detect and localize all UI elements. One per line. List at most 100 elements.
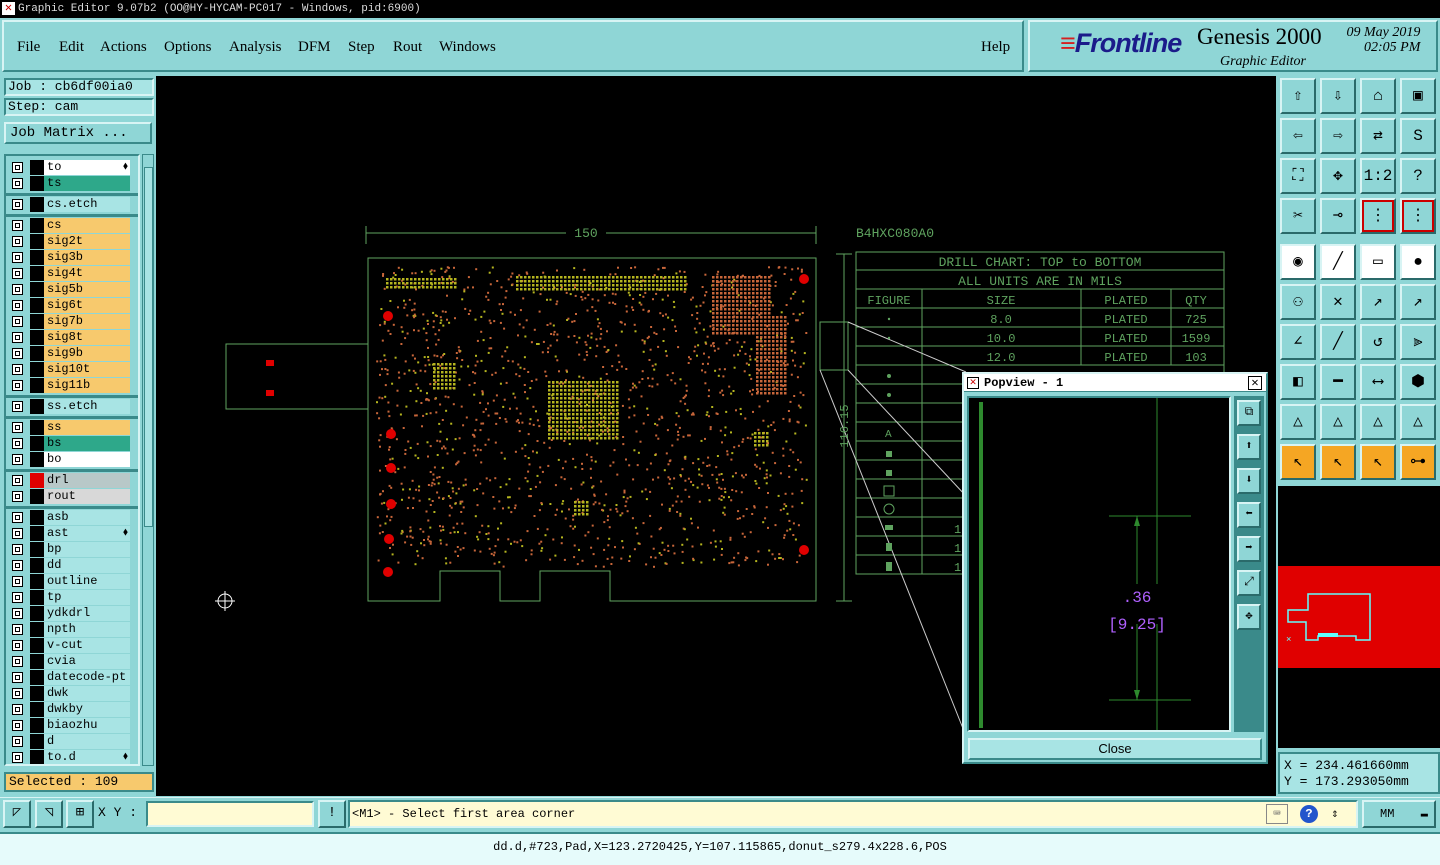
layer-name[interactable]: d bbox=[44, 734, 130, 749]
menu-analysis[interactable]: Analysis bbox=[229, 39, 282, 55]
swap-icon[interactable]: ⇄ bbox=[1360, 118, 1396, 154]
layer-row-cvia[interactable]: cvia bbox=[8, 654, 130, 669]
split-icon[interactable]: ⫸ bbox=[1400, 324, 1436, 360]
layer-name[interactable]: datecode-pt bbox=[44, 670, 130, 685]
cross-icon[interactable]: ✕ bbox=[1320, 284, 1356, 320]
home-icon[interactable]: ⌂ bbox=[1360, 78, 1396, 114]
layer-color-swatch[interactable] bbox=[30, 558, 44, 573]
layer-checkbox[interactable] bbox=[12, 672, 23, 683]
select-box-icon[interactable]: ↖ bbox=[1320, 444, 1356, 480]
layer-name[interactable]: dwkby bbox=[44, 702, 130, 717]
triangle-a-icon[interactable]: △ bbox=[1280, 404, 1316, 440]
layer-color-swatch[interactable] bbox=[30, 282, 44, 297]
layer-checkbox[interactable] bbox=[12, 592, 23, 603]
pointer-line-icon[interactable]: ⊸ bbox=[1320, 198, 1356, 234]
layer-color-swatch[interactable] bbox=[30, 197, 44, 212]
layer-color-swatch[interactable] bbox=[30, 489, 44, 504]
layer-color-swatch[interactable] bbox=[30, 250, 44, 265]
scrollbar-thumb[interactable] bbox=[144, 167, 153, 527]
popview-titlebar[interactable]: ✕ Popview - 1 ✕ bbox=[964, 374, 1266, 392]
layer-name[interactable]: asb bbox=[44, 510, 130, 525]
layer-row-d[interactable]: d bbox=[8, 734, 130, 749]
layer-color-swatch[interactable] bbox=[30, 452, 44, 467]
layer-name[interactable]: ast bbox=[44, 526, 130, 541]
angle-icon[interactable]: ∠ bbox=[1280, 324, 1316, 360]
keyboard-icon[interactable]: ⌨ bbox=[1266, 804, 1288, 824]
nav-right-icon[interactable]: ⇨ bbox=[1320, 118, 1356, 154]
layer-checkbox[interactable] bbox=[12, 688, 23, 699]
layer-checkbox[interactable] bbox=[12, 720, 23, 731]
grid-mode-icon[interactable]: ⊞ bbox=[66, 800, 94, 828]
layer-row-sig11b[interactable]: sig11b bbox=[8, 378, 130, 393]
layer-row-sig7b[interactable]: sig7b bbox=[8, 314, 130, 329]
layer-color-swatch[interactable] bbox=[30, 176, 44, 191]
menu-dfm[interactable]: DFM bbox=[298, 39, 331, 55]
layer-row-ss[interactable]: ss bbox=[8, 420, 130, 435]
layer-color-swatch[interactable] bbox=[30, 702, 44, 717]
route-b-icon[interactable]: ↗ bbox=[1400, 284, 1436, 320]
layer-checkbox[interactable] bbox=[12, 704, 23, 715]
layer-name[interactable]: v-cut bbox=[44, 638, 130, 653]
alert-icon[interactable]: ! bbox=[318, 800, 346, 828]
layer-row-bp[interactable]: bp bbox=[8, 542, 130, 557]
layer-color-swatch[interactable] bbox=[30, 436, 44, 451]
layer-name[interactable]: ydkdrl bbox=[44, 606, 130, 621]
layer-name[interactable]: sig8t bbox=[44, 330, 130, 345]
popview-close-icon[interactable]: ✕ bbox=[1248, 376, 1262, 390]
center-icon[interactable]: ✥ bbox=[1320, 158, 1356, 194]
layer-color-swatch[interactable] bbox=[30, 314, 44, 329]
route-icon[interactable]: ↗ bbox=[1360, 284, 1396, 320]
menu-rout[interactable]: Rout bbox=[393, 39, 423, 55]
select-pointer-icon[interactable]: ↖ bbox=[1280, 444, 1316, 480]
layer-color-swatch[interactable] bbox=[30, 654, 44, 669]
layer-row-bo[interactable]: bo bbox=[8, 452, 130, 467]
layer-color-swatch[interactable] bbox=[30, 718, 44, 733]
layer-row-dwk[interactable]: dwk bbox=[8, 686, 130, 701]
measure-icon[interactable]: ⟷ bbox=[1360, 364, 1396, 400]
layer-color-swatch[interactable] bbox=[30, 750, 44, 764]
layer-row-sig2t[interactable]: sig2t bbox=[8, 234, 130, 249]
popview-close-button[interactable]: Close bbox=[968, 738, 1262, 760]
menu-edit[interactable]: Edit bbox=[59, 39, 84, 55]
layer-color-swatch[interactable] bbox=[30, 420, 44, 435]
layer-name[interactable]: drl bbox=[44, 473, 130, 488]
layer-name[interactable]: ts bbox=[44, 176, 130, 191]
nav-left-icon[interactable]: ⇦ bbox=[1280, 118, 1316, 154]
layer-color-swatch[interactable] bbox=[30, 473, 44, 488]
layer-checkbox[interactable] bbox=[12, 348, 23, 359]
layer-color-swatch[interactable] bbox=[30, 399, 44, 414]
layer-row-dd[interactable]: dd bbox=[8, 558, 130, 573]
layer-checkbox[interactable] bbox=[12, 512, 23, 523]
layer-color-swatch[interactable] bbox=[30, 378, 44, 393]
layer-checkbox[interactable] bbox=[12, 364, 23, 375]
layer-color-swatch[interactable] bbox=[30, 638, 44, 653]
menu-windows[interactable]: Windows bbox=[439, 39, 496, 55]
layer-row-bs[interactable]: bs bbox=[8, 436, 130, 451]
layer-name[interactable]: sig10t bbox=[44, 362, 130, 377]
layer-row-sig3b[interactable]: sig3b bbox=[8, 250, 130, 265]
layer-color-swatch[interactable] bbox=[30, 510, 44, 525]
triangle-d-icon[interactable]: △ bbox=[1400, 404, 1436, 440]
arc-icon[interactable]: ↺ bbox=[1360, 324, 1396, 360]
layer-name[interactable]: sig9b bbox=[44, 346, 130, 361]
scale-icon[interactable]: 1:2 bbox=[1360, 158, 1396, 194]
home-up-icon[interactable]: ⇧ bbox=[1280, 78, 1316, 114]
unit-selector[interactable]: MM ▬ bbox=[1362, 800, 1436, 828]
layer-name[interactable]: bp bbox=[44, 542, 130, 557]
ruler-icon[interactable]: ▭ bbox=[1360, 244, 1396, 280]
menu-help[interactable]: Help bbox=[981, 39, 1011, 55]
layer-row-sig6t[interactable]: sig6t bbox=[8, 298, 130, 313]
layer-color-swatch[interactable] bbox=[30, 234, 44, 249]
layer-color-swatch[interactable] bbox=[30, 622, 44, 637]
home-down-icon[interactable]: ⇩ bbox=[1320, 78, 1356, 114]
layer-color-swatch[interactable] bbox=[30, 526, 44, 541]
fit-icon[interactable]: ⛶ bbox=[1280, 158, 1316, 194]
layer-row-sig10t[interactable]: sig10t bbox=[8, 362, 130, 377]
layer-color-swatch[interactable] bbox=[30, 670, 44, 685]
circle-select-icon[interactable]: ● bbox=[1400, 244, 1436, 280]
layer-name[interactable]: npth bbox=[44, 622, 130, 637]
layer-name[interactable]: ss bbox=[44, 420, 130, 435]
pad-red-icon[interactable]: ◧ bbox=[1280, 364, 1316, 400]
layer-name[interactable]: sig7b bbox=[44, 314, 130, 329]
popview-pan-left-icon[interactable]: ⬅ bbox=[1237, 502, 1261, 528]
